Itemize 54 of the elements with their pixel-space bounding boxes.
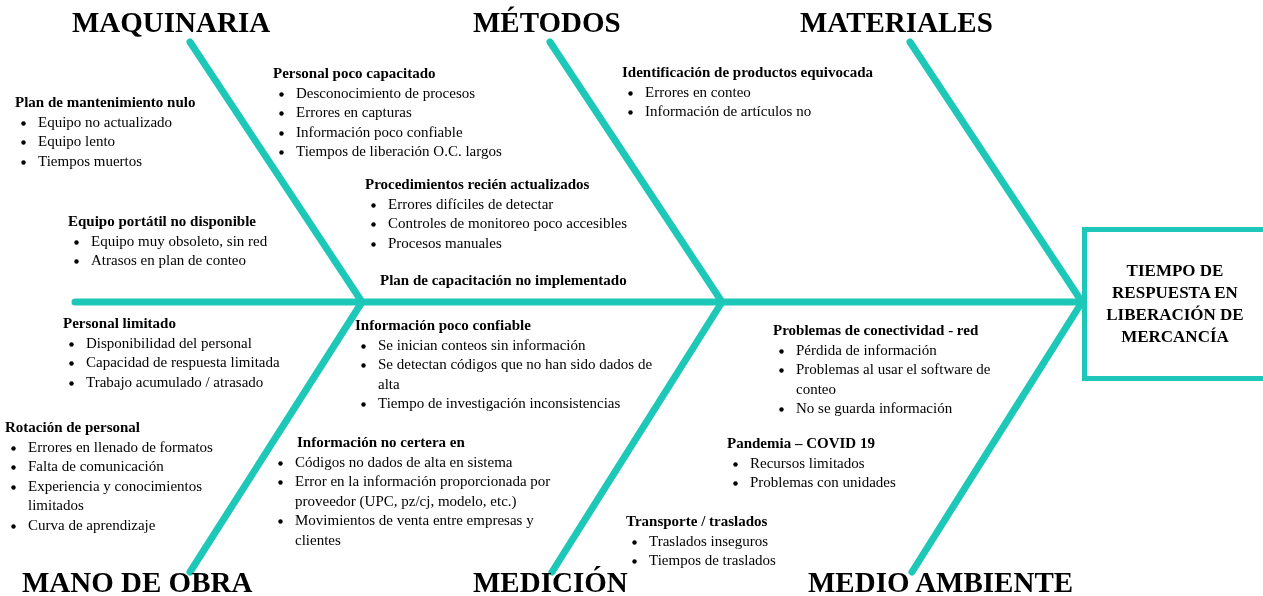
cause-item: Problemas al usar el software de conteo bbox=[796, 360, 992, 399]
cause-heading: Rotación de personal bbox=[5, 418, 141, 437]
cause-item: Error en la información proporcionada por proveedor (UPC, pz/cj, modelo, etc.) bbox=[295, 472, 552, 511]
cause-item: Movimientos de venta entre empresas y clientes bbox=[295, 511, 535, 550]
cause-heading: Plan de capacitación no implementado bbox=[380, 271, 628, 290]
cause-item: Falta de comunicación bbox=[28, 457, 165, 476]
category-label: MANO DE OBRA bbox=[22, 566, 253, 596]
cause-item: Errores difíciles de detectar bbox=[388, 194, 555, 214]
category-label: MAQUINARIA bbox=[72, 6, 271, 38]
cause-item: Se inician conteos sin información bbox=[378, 335, 587, 355]
cause-item: Tiempos muertos bbox=[38, 151, 144, 171]
cause-item: Equipo muy obsoleto, sin red bbox=[91, 231, 269, 251]
cause-heading: Identificación de productos equivocada bbox=[622, 63, 874, 82]
cause-item: Trabajo acumulado / atrasado bbox=[86, 372, 265, 392]
cause-heading: Información no certera en bbox=[296, 433, 466, 452]
effect-box: TIEMPO DE RESPUESTA EN LIBERACIÓN DE MERCANCÍA bbox=[1082, 227, 1263, 381]
cause-heading: Procedimientos recién actualizados bbox=[365, 175, 591, 194]
cause-item: Disponibilidad del personal bbox=[86, 333, 253, 353]
cause-item: Equipo lento bbox=[38, 132, 117, 151]
cause-heading: Personal poco capacitado bbox=[273, 64, 437, 83]
cause-item: Problemas con unidades bbox=[750, 473, 897, 492]
cause-item: Tiempos de traslados bbox=[649, 551, 777, 570]
cause-heading: Personal limitado bbox=[63, 314, 177, 333]
cause-heading: Información poco confiable bbox=[355, 316, 532, 335]
cause-item: No se guarda información bbox=[796, 399, 954, 418]
cause-heading: Plan de mantenimiento nulo bbox=[15, 93, 197, 112]
cause-item: Procesos manuales bbox=[388, 233, 503, 253]
category-label: MEDICIÓN bbox=[473, 566, 628, 596]
cause-item: Información de artículos no bbox=[645, 102, 813, 121]
cause-item: Controles de monitoreo poco accesibles bbox=[388, 214, 629, 233]
cause-heading: Pandemia – COVID 19 bbox=[727, 434, 876, 453]
cause-item: Recursos limitados bbox=[750, 453, 866, 473]
cause-item: Tiempo de investigación inconsistencias bbox=[378, 394, 622, 413]
cause-item: Se detectan códigos que no han sido dados de alta bbox=[378, 355, 654, 394]
cause-heading: Problemas de conectividad - red bbox=[773, 321, 980, 340]
cause-item: Información poco confiable bbox=[296, 122, 464, 142]
cause-item: Pérdida de información bbox=[796, 340, 938, 360]
category-label: MEDIO AMBIENTE bbox=[808, 566, 1074, 596]
cause-item: Experiencia y conocimientos limitados bbox=[28, 476, 204, 515]
category-label: MÉTODOS bbox=[473, 6, 621, 38]
category-label: MATERIALES bbox=[800, 6, 993, 38]
cause-heading: Transporte / traslados bbox=[626, 512, 769, 531]
cause-item: Desconocimiento de procesos bbox=[296, 83, 477, 103]
cause-item: Atrasos en plan de conteo bbox=[91, 251, 247, 270]
cause-item: Errores en llenado de formatos bbox=[28, 437, 214, 457]
cause-item: Traslados inseguros bbox=[649, 531, 770, 551]
cause-item: Curva de aprendizaje bbox=[28, 515, 157, 535]
cause-item: Equipo no actualizado bbox=[38, 112, 174, 132]
cause-item: Errores en capturas bbox=[296, 103, 413, 122]
cause-item: Capacidad de respuesta limitada bbox=[86, 353, 281, 372]
cause-item: Tiempos de liberación O.C. largos bbox=[296, 142, 503, 161]
cause-heading: Equipo portátil no disponible bbox=[68, 212, 257, 231]
cause-item: Códigos no dados de alta en sistema bbox=[295, 452, 514, 472]
cause-item: Errores en conteo bbox=[645, 82, 752, 102]
